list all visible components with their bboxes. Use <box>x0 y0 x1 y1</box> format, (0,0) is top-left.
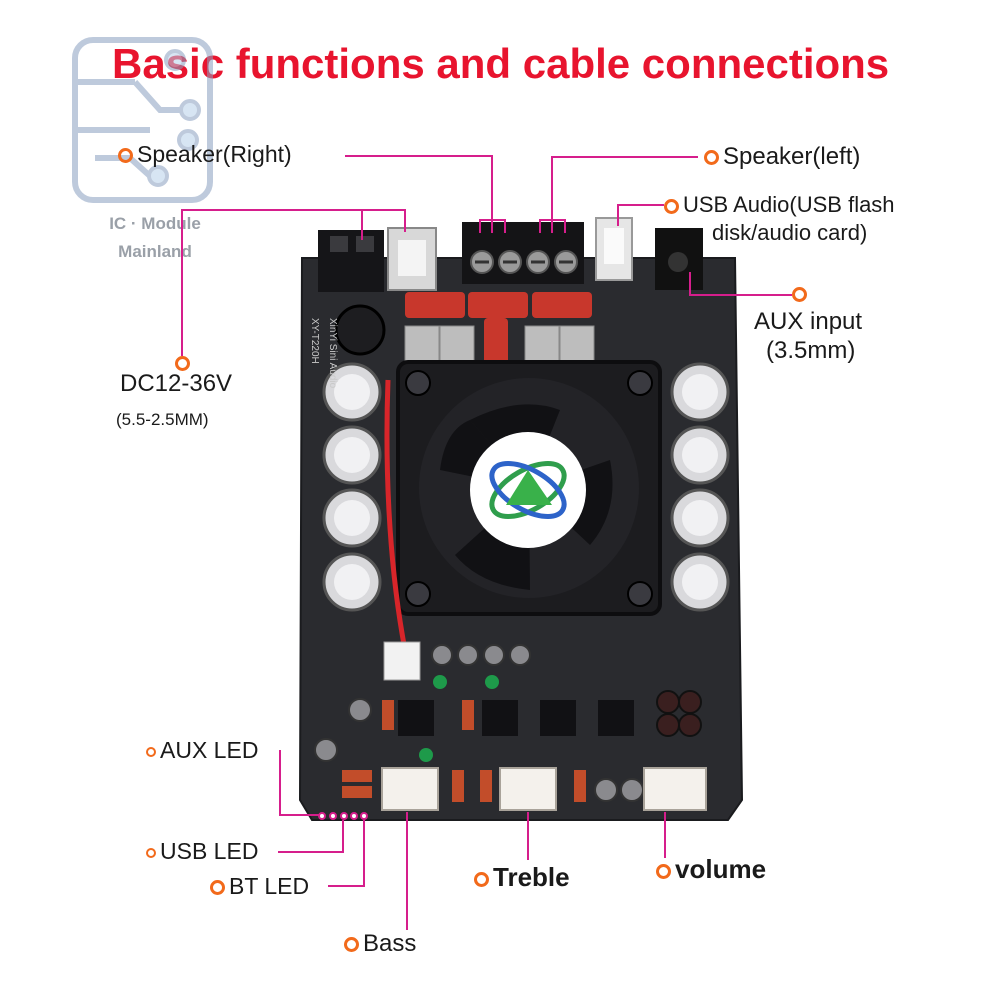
bass-header <box>381 767 439 811</box>
label-aux-led: AUX LED <box>146 737 258 764</box>
usb-port-left <box>387 227 437 291</box>
label-usb-audio-line2: disk/audio card) <box>712 220 868 245</box>
marker-icon <box>656 863 671 879</box>
label-dc-input: DC12-36V <box>120 370 233 397</box>
treble-header <box>499 767 557 811</box>
marker-icon <box>344 937 359 953</box>
marker-icon <box>704 150 719 166</box>
label-dc-size: (5.5-2.5MM) <box>116 410 209 429</box>
label-speaker-right: Speaker(Right) <box>118 141 292 168</box>
label-usb-audio: USB Audio(USB flash <box>664 192 895 218</box>
label-bass: Bass <box>344 930 416 958</box>
logo-line-1: IC · Module <box>109 214 201 233</box>
marker-icon <box>664 198 679 214</box>
label-aux-input-line2: (3.5mm) <box>766 337 856 364</box>
label-treble: Treble <box>474 862 570 893</box>
label-bt-led: BT LED <box>210 873 309 900</box>
board-brand-text: XinYi Sini Audio <box>327 318 338 389</box>
label-usb-led: USB LED <box>146 838 258 865</box>
board-model-text: XY-T220H <box>309 318 320 364</box>
page-title: Basic functions and cable connections <box>112 40 890 87</box>
marker-icon <box>474 871 489 887</box>
label-volume: volume <box>656 854 766 885</box>
marker-icon <box>146 746 156 757</box>
label-aux-input: AUX input <box>754 308 863 335</box>
logo-line-2: Mainland <box>118 242 192 261</box>
marker-icon <box>146 847 156 858</box>
marker-icon <box>175 356 190 371</box>
label-speaker-left: Speaker(left) <box>704 143 860 171</box>
marker-icon <box>118 148 133 164</box>
volume-header <box>643 767 707 811</box>
marker-icon <box>792 287 807 302</box>
marker-icon <box>210 880 225 896</box>
